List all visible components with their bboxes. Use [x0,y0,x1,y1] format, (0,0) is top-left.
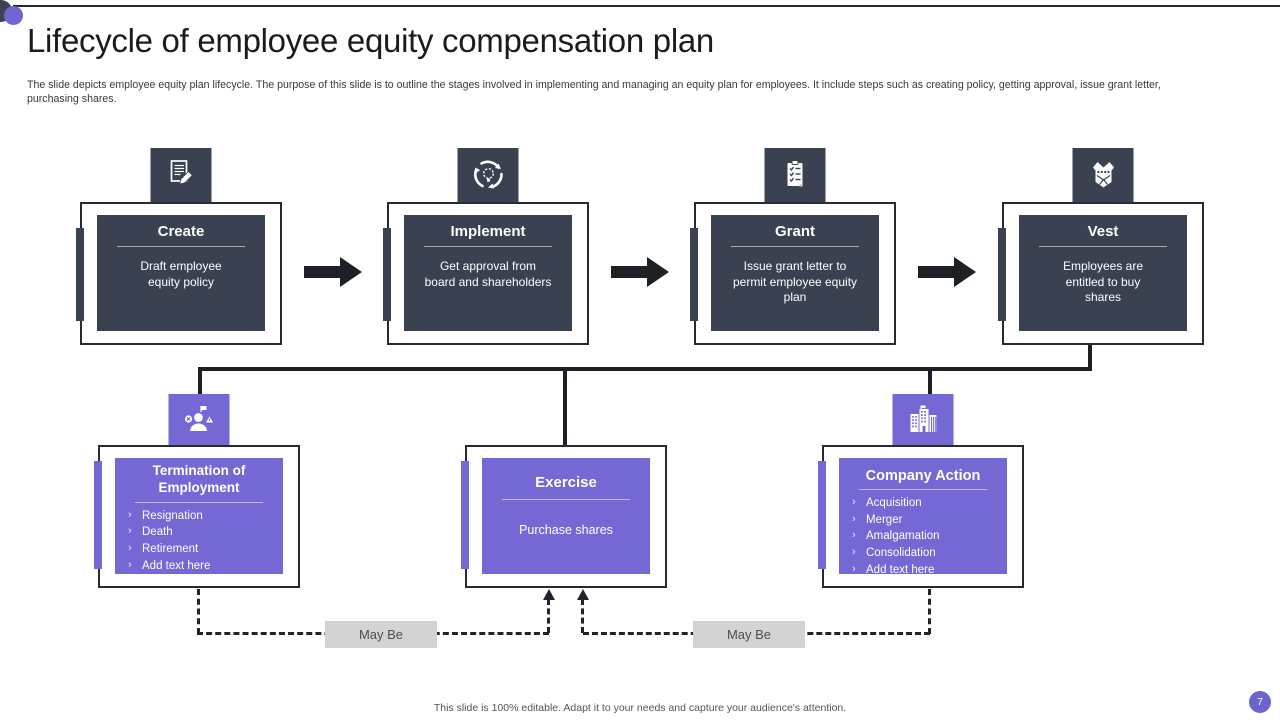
stage-card: Grant Issue grant letter to permit emplo… [711,215,879,331]
stage-card: Vest Employees are entitled to buy share… [1019,215,1187,331]
stage-divider [424,246,552,247]
stage-divider [859,489,987,490]
stage-vest: Vest Employees are entitled to buy share… [998,148,1204,345]
stage-divider [135,501,263,503]
stage-divider [1039,246,1167,247]
list-item: ›Resignation [128,508,203,522]
connector-drop-company [928,371,932,394]
stage-outer-frame: Termination of Employment ›Resignation ›… [94,445,300,588]
stage-description: Issue grant letter to permit employee eq… [732,259,858,305]
stage-title: Company Action [865,468,981,484]
list-item: ›Consolidation [852,545,936,559]
page-number-badge: 7 [1249,691,1271,713]
stage-icon-tab [764,148,826,202]
stage-description: Draft employee equity policy [140,259,222,289]
stage-icon-tab [168,394,230,445]
stage-icon-tab [892,394,954,445]
connector-drop-termination [198,371,202,394]
stage-icon-tab [1072,148,1134,202]
list-item: ›Amalgamation [852,529,940,543]
stage-card: Termination of Employment ›Resignation ›… [115,458,283,574]
slide-description: The slide depicts employee equity plan l… [27,79,1161,106]
corner-purple-circle [4,6,23,25]
arrowhead-up-right [577,589,589,600]
vest-icon [1087,158,1119,192]
list-item: ›Merger [852,512,903,526]
stage-icon-tab [150,148,212,202]
footer-note: This slide is 100% editable. Adapt it to… [433,702,847,714]
stage-exercise: Exercise Purchase shares [461,394,667,588]
company-buildings-icon [904,404,942,436]
stage-create: Create Draft employee equity policy [76,148,282,345]
stage-bullet-list: ›Resignation ›Death ›Retirement ›Add tex… [115,509,283,573]
flow-arrow-right [611,257,669,287]
may-be-label-right: May Be [693,621,805,648]
stage-title: Grant [774,223,815,240]
stage-accent-bar [818,461,826,569]
stage-title: Exercise [535,474,597,491]
list-item: ›Retirement [128,542,199,556]
terminated-employee-icon [180,404,218,436]
stage-outer-frame: Grant Issue grant letter to permit emplo… [690,202,896,345]
stage-outer-frame: Create Draft employee equity policy [76,202,282,345]
stage-outer-frame: Implement Get approval from board and sh… [383,202,589,345]
flow-arrow-right [918,257,976,287]
stage-title: Implement [450,223,526,240]
stage-card: Create Draft employee equity policy [97,215,265,331]
stage-divider [117,246,245,247]
stage-termination: Termination of Employment ›Resignation ›… [94,394,300,588]
stage-outer-frame: Exercise Purchase shares [461,445,667,588]
stage-accent-bar [690,228,698,321]
page-title: Lifecycle of employee equity compensatio… [27,22,714,59]
dashed-connector-left-down [197,589,200,634]
stage-company-action: Company Action ›Acquisition ›Merger ›Ama… [818,394,1024,588]
connector-drop-exercise [563,371,567,446]
stage-bullet-list: ›Acquisition ›Merger ›Amalgamation ›Cons… [839,496,1007,577]
stage-implement: Implement Get approval from board and sh… [383,148,589,345]
flow-arrow-right [304,257,362,287]
header-rule [13,5,1280,7]
stage-accent-bar [461,461,469,569]
stage-card: Company Action ›Acquisition ›Merger ›Ama… [839,458,1007,577]
stage-icon-tab [457,148,519,202]
document-pen-icon [165,158,197,192]
dashed-connector-right-down [928,589,931,634]
dashed-connector-right-up [581,599,584,633]
stage-grant: Grant Issue grant letter to permit emplo… [690,148,896,345]
stage-accent-bar [383,228,391,321]
stage-accent-bar [94,461,102,569]
stage-title: Create [157,223,205,240]
list-item: ›Add text here [128,558,211,572]
list-item: ›Acquisition [852,496,922,509]
stage-title: Termination of Employment [152,463,246,495]
arrowhead-up-left [543,589,555,600]
connector-horizontal [198,367,1092,371]
stage-outer-frame: Company Action ›Acquisition ›Merger ›Ama… [818,445,1024,588]
stage-card: Exercise Purchase shares [482,458,650,574]
stage-title: Vest [1087,223,1119,240]
stage-description: Get approval from board and shareholders [424,259,552,289]
list-item: ›Death [128,525,173,539]
stage-description: Employees are entitled to buy shares [1062,259,1144,305]
cycle-bulb-icon [471,158,505,192]
stage-card: Implement Get approval from board and sh… [404,215,572,331]
clipboard-checklist-icon [779,158,811,192]
stage-divider [731,246,859,247]
list-item: ›Add text here [852,562,935,576]
stage-outer-frame: Vest Employees are entitled to buy share… [998,202,1204,345]
dashed-connector-left-up [547,599,550,633]
stage-divider [502,499,630,500]
stage-accent-bar [998,228,1006,321]
stage-accent-bar [76,228,84,321]
stage-description: Purchase shares [519,523,613,537]
may-be-label-left: May Be [325,621,437,648]
connector-vest-drop [1088,345,1092,370]
